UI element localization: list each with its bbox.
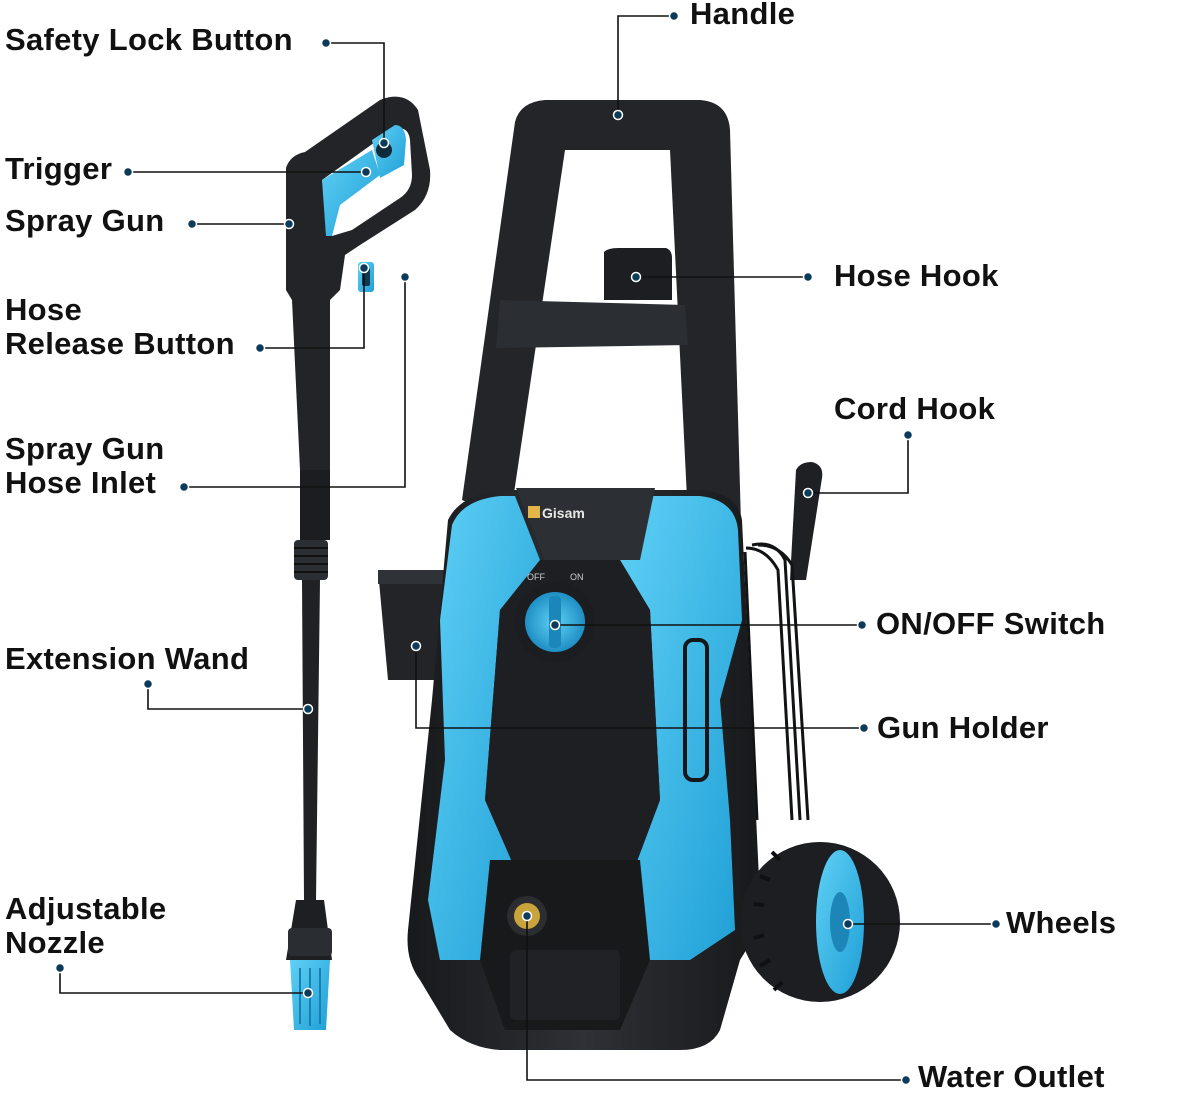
label-wheels: Wheels xyxy=(1006,905,1117,940)
dot-trigger-label xyxy=(122,166,134,178)
handle-frame xyxy=(462,100,742,560)
dot-handle-target xyxy=(612,109,624,121)
dot-gun-holder-label xyxy=(858,722,870,734)
dot-hose-release-label xyxy=(254,342,266,354)
leader-gun-holder xyxy=(415,646,864,729)
leader-dots xyxy=(54,10,1002,1086)
dot-spray-gun-label xyxy=(186,218,198,230)
label-adjustable-nozzle: Adjustable Nozzle xyxy=(5,892,166,960)
label-hose-release-line1: Hose xyxy=(5,292,83,327)
dot-extension-wand-target xyxy=(302,703,314,715)
leader-water-outlet xyxy=(526,916,906,1081)
leader-extension-wand xyxy=(147,684,308,710)
outlet-panel xyxy=(510,950,620,1020)
dot-on-off-target xyxy=(549,619,561,631)
hose-inlet xyxy=(300,470,330,540)
dot-water-outlet-target xyxy=(521,910,533,922)
label-gun-holder: Gun Holder xyxy=(877,710,1049,745)
dot-water-outlet-label xyxy=(900,1074,912,1086)
dot-gun-holder-target xyxy=(410,640,422,652)
wand-coupling xyxy=(294,540,328,580)
label-extension-wand: Extension Wand xyxy=(5,641,250,676)
side-rib xyxy=(683,638,709,782)
brand-mark-icon xyxy=(528,506,540,518)
label-hose-release-line2: Release Button xyxy=(5,326,235,361)
brand-logo-text: Gisam xyxy=(542,505,585,521)
dot-on-off-label xyxy=(856,619,868,631)
extension-wand xyxy=(302,580,320,900)
leader-hose-release xyxy=(260,268,365,349)
label-hose-inlet-line1: Spray Gun xyxy=(5,431,165,466)
dot-handle-label xyxy=(668,10,680,22)
dot-safety-lock-label xyxy=(320,37,332,49)
handle-crossbar xyxy=(496,300,688,348)
dot-spray-gun-target xyxy=(283,218,295,230)
spray-gun xyxy=(286,96,431,1030)
label-hose-release-button: Hose Release Button xyxy=(5,293,235,361)
switch-off-text: OFF xyxy=(527,572,545,582)
leader-lines xyxy=(59,15,996,1081)
pressure-washer-unit: Gisam OFF ON xyxy=(378,100,900,1050)
label-water-outlet: Water Outlet xyxy=(918,1059,1105,1094)
dot-nozzle-target xyxy=(302,987,314,999)
label-handle: Handle xyxy=(690,0,796,31)
label-nozzle-line2: Nozzle xyxy=(5,925,105,960)
label-cord-hook: Cord Hook xyxy=(834,391,996,426)
label-hose-hook: Hose Hook xyxy=(834,258,999,293)
leader-safety-lock xyxy=(326,42,385,143)
label-trigger: Trigger xyxy=(5,151,113,186)
dot-nozzle-label xyxy=(54,962,66,974)
dot-hose-inlet-target xyxy=(399,271,411,283)
leader-hose-inlet xyxy=(184,277,406,488)
coupling-ribs xyxy=(294,547,328,573)
dot-hose-hook-target xyxy=(630,271,642,283)
leader-nozzle xyxy=(59,968,308,994)
dot-trigger-target xyxy=(360,166,372,178)
dot-cord-hook-target xyxy=(802,487,814,499)
label-on-off-switch: ON/OFF Switch xyxy=(876,606,1106,641)
label-spray-gun-hose-inlet: Spray Gun Hose Inlet xyxy=(5,432,164,500)
label-safety-lock-button: Safety Lock Button xyxy=(5,22,293,57)
dot-safety-lock-target xyxy=(378,137,390,149)
dot-hose-release-target xyxy=(358,262,370,274)
cord-hook xyxy=(790,462,823,580)
dot-wheels-target xyxy=(842,918,854,930)
label-spray-gun: Spray Gun xyxy=(5,203,165,238)
dot-hose-inlet-label xyxy=(178,481,190,493)
label-nozzle-line1: Adjustable xyxy=(5,891,167,926)
label-hose-inlet-line2: Hose Inlet xyxy=(5,465,157,500)
leader-handle xyxy=(617,15,674,115)
dot-extension-wand-label xyxy=(142,678,154,690)
gun-holder-rim xyxy=(378,570,450,584)
dot-hose-hook-label xyxy=(802,271,814,283)
dot-cord-hook-label xyxy=(902,429,914,441)
gun-holder xyxy=(378,570,450,680)
nozzle-collar xyxy=(288,928,332,956)
dot-wheels-label xyxy=(990,918,1002,930)
leader-cord-hook xyxy=(808,435,909,494)
switch-on-text: ON xyxy=(570,572,584,582)
logo-plate xyxy=(516,488,655,560)
wheel-hub xyxy=(830,892,850,952)
wheel-tread xyxy=(753,850,784,992)
